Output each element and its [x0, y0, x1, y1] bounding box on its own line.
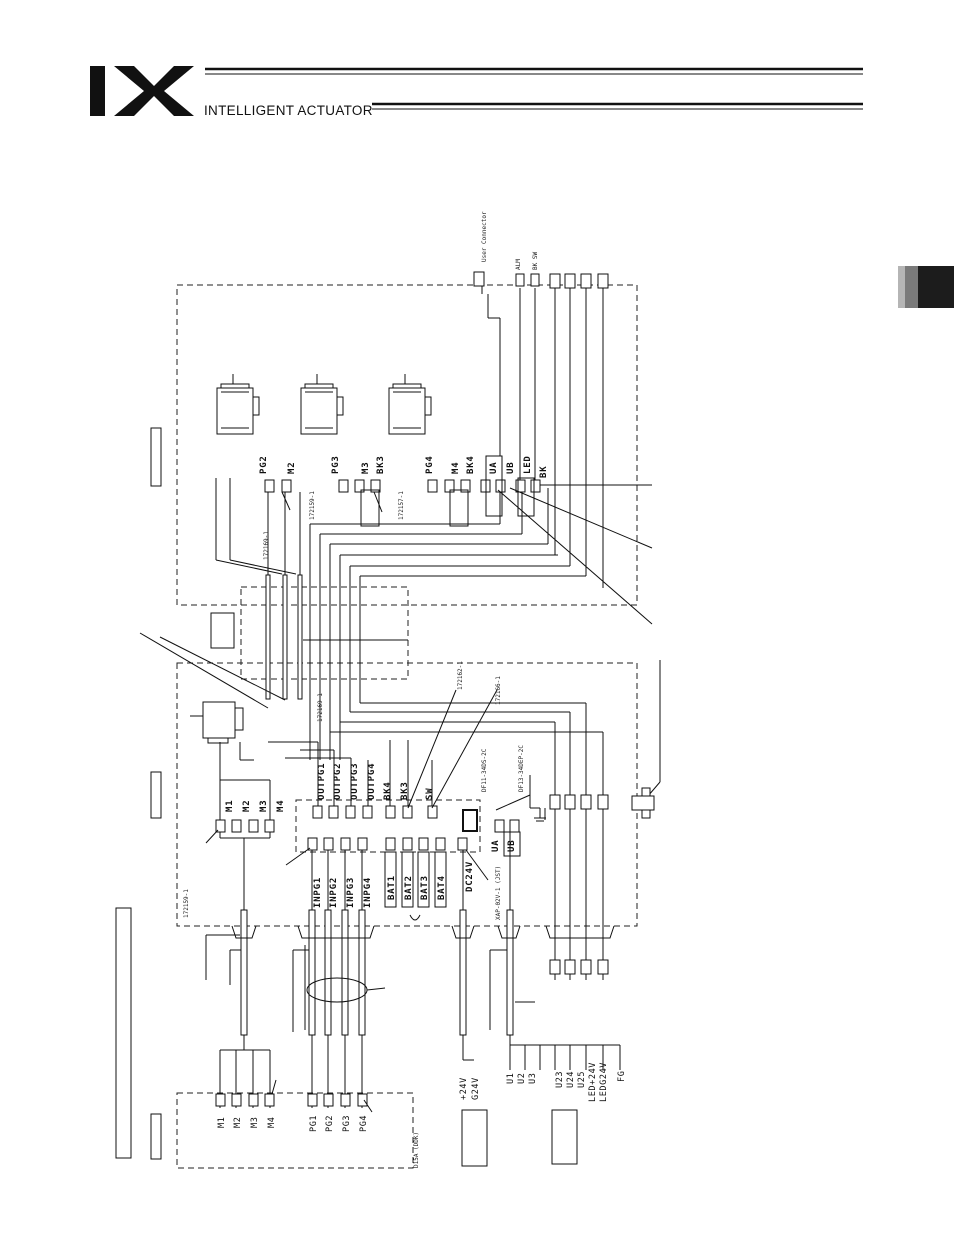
brake-label: UA: [489, 462, 499, 474]
io-label: U3: [528, 1073, 538, 1084]
m-label: M2: [287, 462, 297, 474]
actuator-motors: [190, 374, 432, 744]
inpg-label: INPG4: [363, 877, 373, 908]
brake-label: LED: [523, 455, 533, 474]
bat-label: BAT4: [437, 875, 447, 900]
brake-label: BK: [539, 466, 549, 478]
bk-label: BK3: [400, 781, 410, 800]
part-number: 172159-1: [183, 889, 190, 918]
m-label: M1: [225, 800, 235, 812]
bat-label: BAT1: [387, 875, 397, 900]
pg-label: PG2: [259, 455, 269, 474]
m-label: M2: [242, 800, 252, 812]
inpg-label: INPG1: [313, 877, 323, 908]
motor-icon: [300, 374, 344, 435]
connector-xap-label: XAP-02V-1 (JST): [495, 866, 502, 920]
driver-frame: [176, 1092, 414, 1169]
m-label: M1: [217, 1117, 227, 1128]
part-number: 172157-1: [398, 491, 405, 520]
m-label: M4: [276, 800, 286, 812]
m-label: M3: [259, 800, 269, 812]
motor-icon: [388, 374, 432, 435]
outpg-label: OUTPG3: [350, 763, 360, 800]
wiring: [215, 288, 661, 1108]
ua-label: UA: [491, 840, 501, 852]
io-label: U25: [577, 1071, 587, 1088]
bat-label: BAT2: [404, 875, 414, 900]
part-number: 172166-1: [495, 676, 502, 705]
m-label: M2: [233, 1117, 243, 1128]
user-connector-label: User Connector: [481, 211, 488, 262]
m-label: M3: [250, 1117, 260, 1128]
controller-frame: [176, 662, 638, 927]
part-number: 172169-1: [263, 531, 270, 560]
io-label: U24: [566, 1071, 576, 1088]
io-label: U2: [517, 1073, 527, 1084]
actuator-frame: [176, 284, 638, 606]
outpg-label: OUTPG4: [367, 763, 377, 800]
power-label: G24V: [471, 1077, 481, 1100]
motor-icon: [190, 701, 244, 744]
dc24v-label: DC24V: [465, 861, 475, 892]
pg-label: PG3: [342, 1115, 352, 1132]
part-number: 172159-1: [309, 491, 316, 520]
motor-icon: [216, 374, 260, 435]
bk-label: BK4: [383, 781, 393, 800]
io-label: FG: [617, 1071, 627, 1082]
io-label: LED+24V: [588, 1062, 598, 1102]
diagram-frames: [176, 284, 638, 1169]
sw-label: SW: [425, 788, 435, 800]
frame-notches: [231, 914, 615, 939]
connector-dp2-label: DF13-34DEP-2C: [518, 745, 525, 792]
callout-boxes: [115, 427, 578, 1167]
alm-label: ALM: [515, 259, 522, 270]
pg-label: PG4: [359, 1115, 369, 1132]
cable-tubes: [240, 574, 514, 1036]
pg-label: PG1: [309, 1115, 319, 1132]
bk-label: BK3: [376, 455, 386, 474]
part-number: 172162-1: [457, 661, 464, 690]
brake-label: UB: [506, 462, 516, 474]
io-label: U23: [555, 1071, 565, 1088]
inpg-label: INPG2: [329, 877, 339, 908]
leader-lines: [139, 484, 653, 1113]
part-number: 172169-1: [317, 693, 324, 722]
ix-logo: IX: [90, 66, 194, 116]
ub-label: UB: [507, 840, 517, 852]
connector-d15a-label: D15A (DDK): [413, 1132, 420, 1168]
pg-label: PG4: [425, 455, 435, 474]
actuator-labels: PG2 M2 PG3 M3 BK3 PG4 M4 BK4 UA UB LED B…: [259, 211, 549, 560]
driver-labels: M1 M2 M3 M4 PG1 PG2 PG3 PG4 +24V G24V U1…: [217, 1062, 627, 1168]
outpg-label: OUTPG2: [333, 763, 343, 800]
pg-label: PG2: [325, 1115, 335, 1132]
pg-label: PG3: [331, 455, 341, 474]
m-label: M3: [361, 462, 371, 474]
connector-subframe: [295, 799, 481, 853]
ground-symbols: [481, 286, 546, 822]
outpg-label: OUTPG1: [317, 763, 327, 800]
power-label: +24V: [459, 1077, 469, 1100]
connector-dp1-label: DF11-34DS-2C: [481, 748, 488, 792]
m-label: M4: [451, 462, 461, 474]
header-subtitle: INTELLIGENT ACTUATOR: [204, 103, 373, 118]
bksw-label: BK SW: [532, 252, 539, 270]
cable-frame: [240, 586, 409, 680]
header: IX INTELLIGENT ACTUATOR: [90, 66, 863, 118]
io-label: U1: [506, 1073, 516, 1084]
connector-blocks: [215, 271, 655, 1107]
chapter-tab: [898, 266, 954, 308]
controller-labels: M1 M2 M3 M4 OUTPG1 OUTPG2 OUTPG3 OUTPG4 …: [183, 661, 525, 920]
m-label: M4: [267, 1117, 277, 1128]
bk-label: BK4: [466, 455, 476, 474]
io-label: LEDG24V: [599, 1062, 609, 1102]
inpg-label: INPG3: [346, 877, 356, 908]
bat-label: BAT3: [420, 875, 430, 900]
